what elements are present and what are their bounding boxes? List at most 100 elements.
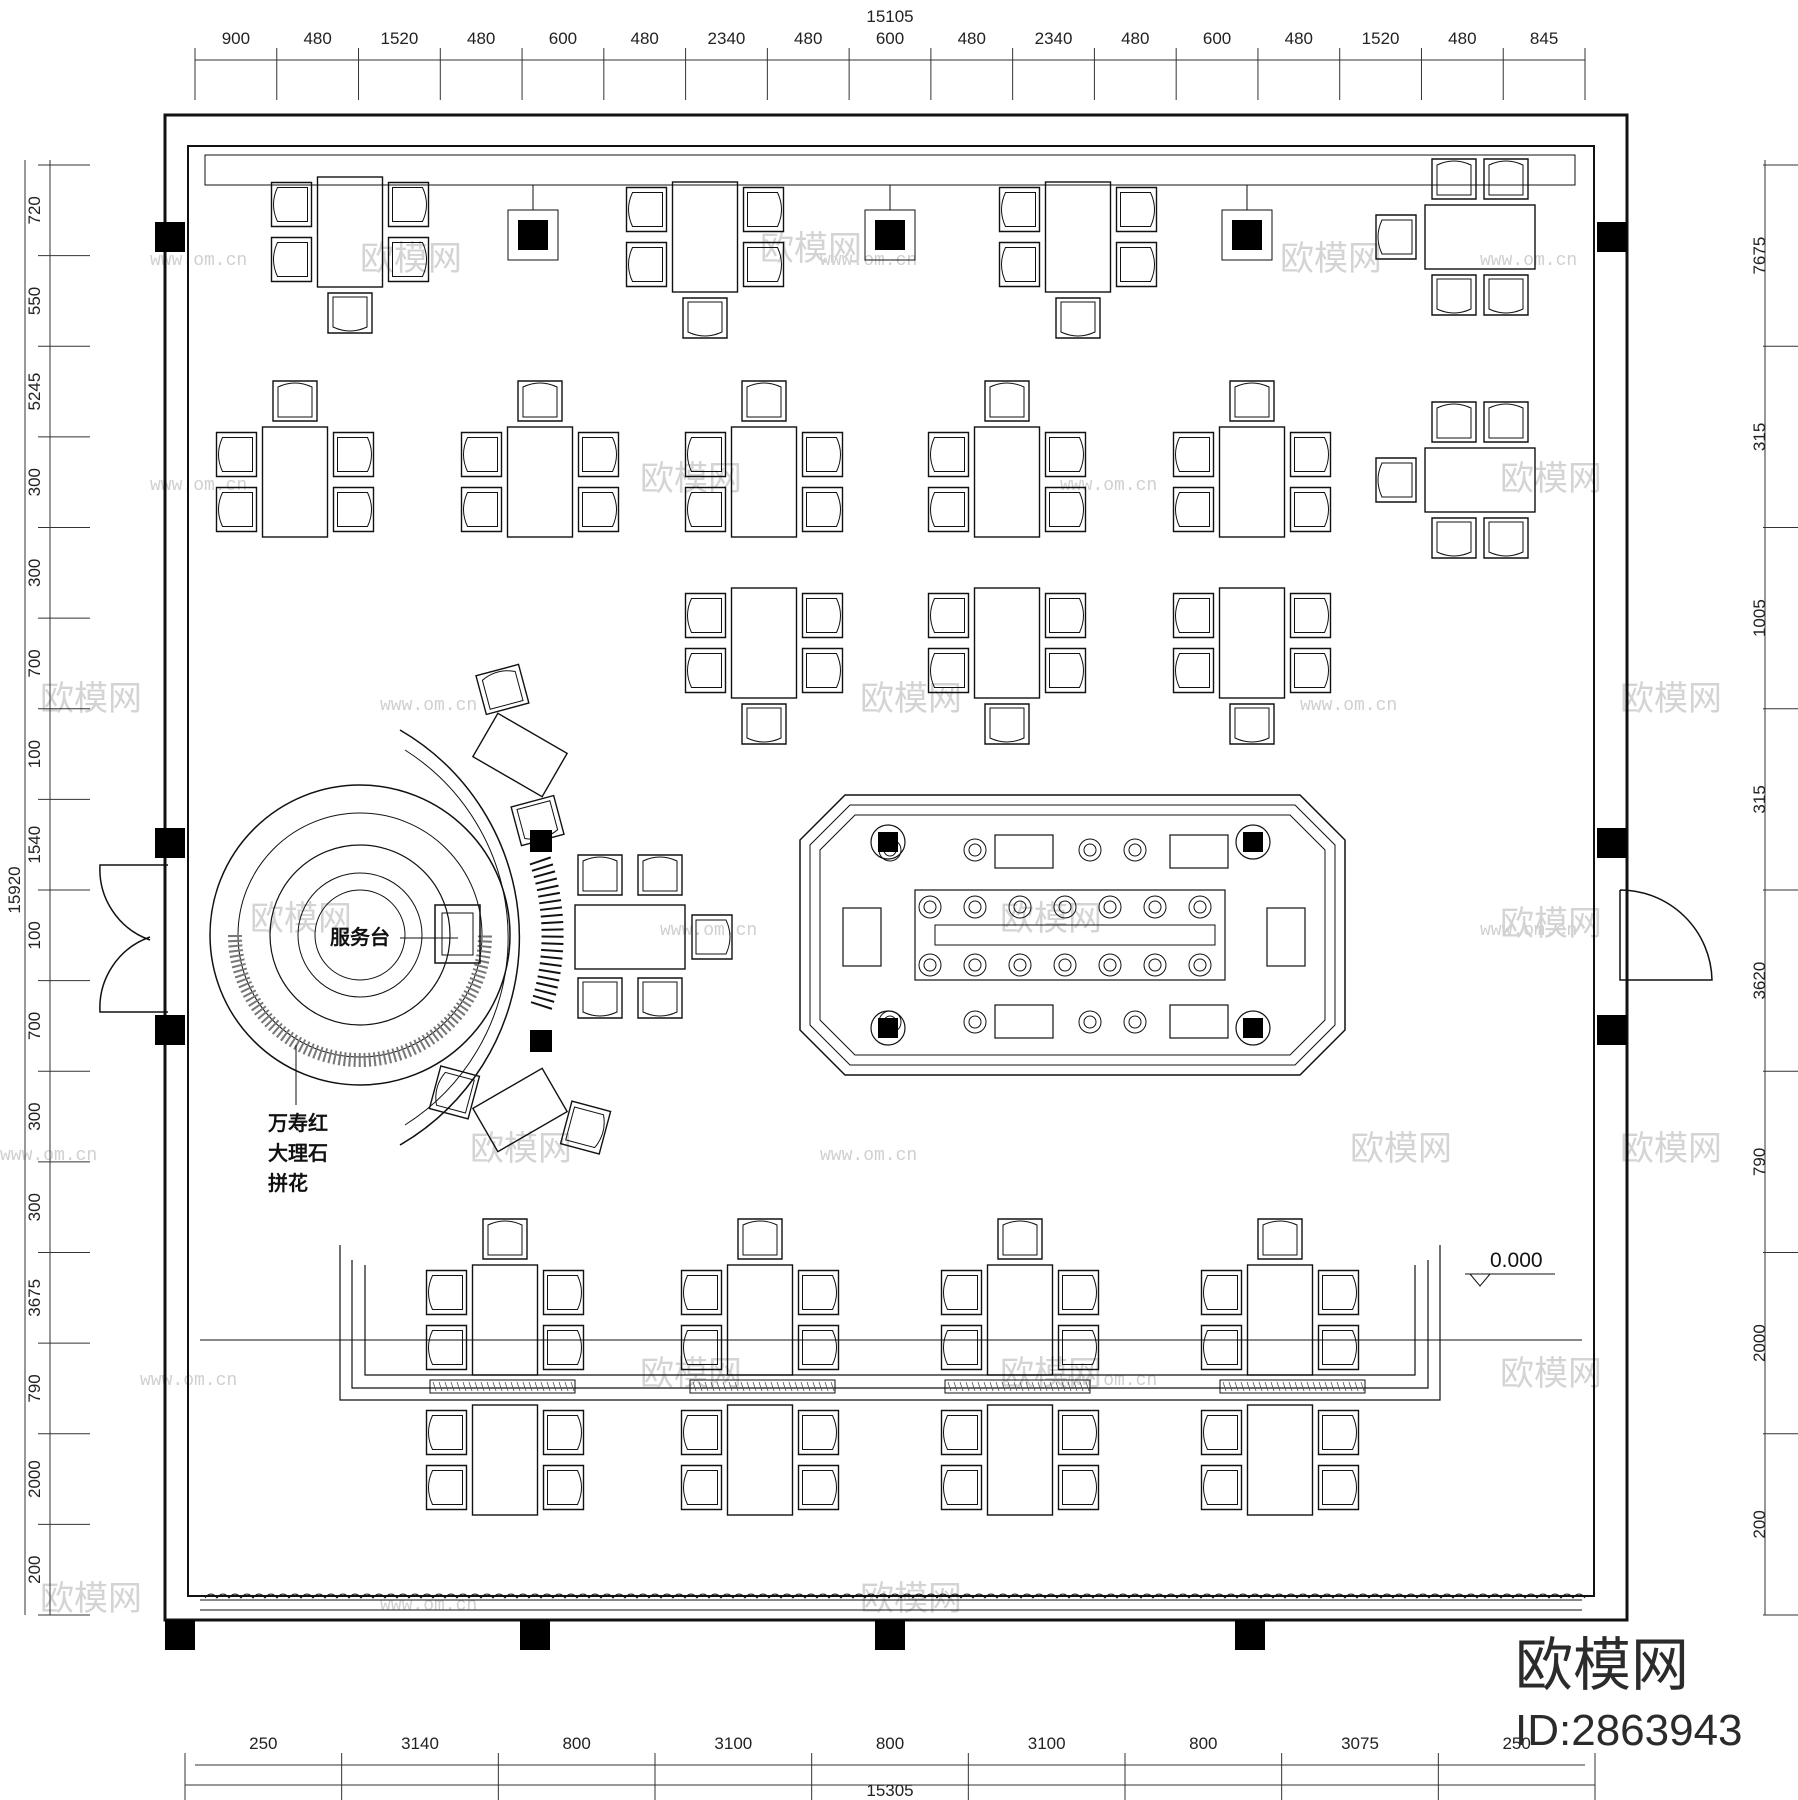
chair [577, 486, 620, 533]
chair [517, 380, 563, 422]
chair [1317, 1324, 1360, 1371]
dimension-value: 200 [1750, 1510, 1769, 1538]
banquet-seating [842, 824, 1306, 1046]
chair [801, 647, 844, 694]
dining-table-set [1375, 158, 1536, 316]
dimension-value: 3075 [1341, 1734, 1379, 1753]
service-box-core [518, 220, 548, 250]
dimension-value: 480 [1285, 29, 1313, 48]
chair [387, 236, 430, 283]
chair [1317, 1409, 1360, 1456]
chair [482, 1218, 528, 1260]
dining-table-set [1200, 1218, 1360, 1376]
chair [327, 292, 373, 334]
banquet-platform [799, 794, 1346, 1076]
side-door-right[interactable] [1619, 889, 1713, 981]
watermark-url: www.om.cn [1060, 1371, 1157, 1391]
stool [963, 1010, 987, 1034]
chair [425, 1324, 468, 1371]
watermark-url: www.om.cn [0, 1146, 97, 1166]
chair [741, 703, 787, 745]
stool [1143, 895, 1167, 919]
chair [460, 431, 503, 478]
dining-table-set [215, 380, 375, 538]
dining-table-set [425, 1218, 585, 1376]
chair [797, 1269, 840, 1316]
chair [1229, 380, 1275, 422]
chair [1200, 1324, 1243, 1371]
chair [742, 241, 785, 288]
dimension-value: 790 [25, 1374, 44, 1402]
chair [801, 592, 844, 639]
watermark-text: 欧模网 [1000, 1354, 1102, 1394]
dimension-value: 790 [1750, 1148, 1769, 1176]
chair [1483, 158, 1529, 200]
service-box-core [1232, 220, 1262, 250]
chair [940, 1464, 983, 1511]
table-top [471, 1264, 539, 1376]
structural-column [1235, 1620, 1265, 1650]
corner-lamp [1235, 824, 1271, 860]
stool [1143, 953, 1167, 977]
dining-table-set [998, 181, 1158, 339]
table-top [1246, 1264, 1314, 1376]
window-sill [204, 1593, 1586, 1599]
table-top [471, 1404, 539, 1516]
dining-table-set [684, 380, 844, 538]
chair [797, 1324, 840, 1371]
chair [927, 647, 970, 694]
dimension-value: 250 [249, 1734, 277, 1753]
exterior-walls [163, 113, 1629, 1622]
dimension-value: 300 [25, 468, 44, 496]
chair [625, 241, 668, 288]
chair [1057, 1464, 1100, 1511]
bottom-overall-dimension: 15305 [866, 1781, 913, 1800]
chair [680, 1409, 723, 1456]
dimension-value: 1005 [1750, 599, 1769, 637]
chair [637, 854, 683, 896]
structural-column [1597, 222, 1627, 252]
stool [1098, 895, 1122, 919]
watermark-url: www.om.cn [150, 251, 247, 271]
chair [1200, 1464, 1243, 1511]
watermark-url: www.om.cn [1480, 251, 1577, 271]
planter [1219, 1379, 1366, 1394]
watermark-url: www.om.cn [150, 476, 247, 496]
chair [797, 1464, 840, 1511]
structural-column [1597, 1015, 1627, 1045]
chair [1483, 517, 1529, 559]
watermark-url: www.om.cn [820, 251, 917, 271]
structural-column [155, 222, 185, 252]
elevation-value: 0.000 [1490, 1249, 1543, 1272]
watermark-url: www.om.cn [1480, 921, 1577, 941]
dimension-value: 5245 [25, 373, 44, 411]
chair [1289, 647, 1332, 694]
chair [1289, 486, 1332, 533]
chair [1057, 1269, 1100, 1316]
chair [542, 1324, 585, 1371]
dimension-value: 2000 [1750, 1324, 1769, 1362]
chair [542, 1464, 585, 1511]
dimension-value: 480 [467, 29, 495, 48]
stool [1098, 953, 1122, 977]
column [530, 830, 552, 852]
structural-column [155, 1015, 185, 1045]
chair [684, 592, 727, 639]
chair [684, 486, 727, 533]
stool [963, 838, 987, 862]
dimension-value: 600 [876, 29, 904, 48]
entrance-door-left[interactable] [99, 864, 168, 1013]
chair [332, 431, 375, 478]
chair [984, 380, 1030, 422]
elevation-marker [1465, 1273, 1555, 1287]
dining-table-set [1375, 401, 1536, 559]
marble-label-line-3: 拼花 [268, 1171, 308, 1195]
table-top [1044, 181, 1112, 293]
chair [940, 1409, 983, 1456]
chair [1115, 186, 1158, 233]
dining-table-set [1172, 587, 1332, 745]
